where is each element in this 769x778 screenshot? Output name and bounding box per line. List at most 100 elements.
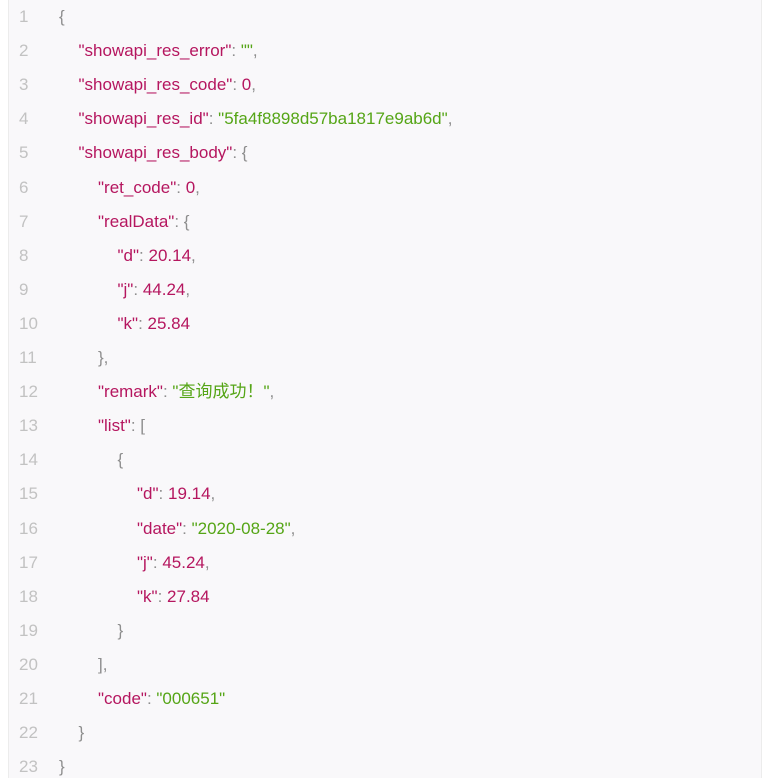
json-punctuation: , [251,75,256,95]
code-content: "realData": { [98,205,189,239]
code-line: 23} [9,750,761,778]
line-number: 11 [19,348,37,367]
line-number: 13 [19,416,38,436]
json-key: "code" [98,689,147,708]
json-punctuation: : { [174,211,190,231]
code-line: 16"date": "2020-08-28", [9,512,761,546]
json-key: "remark" [98,382,163,402]
json-punctuation: } [117,620,124,640]
code-content: { [118,443,124,477]
code-content: "showapi_res_body": { [79,136,248,170]
json-punctuation: , [252,41,258,61]
json-punctuation: } [78,723,85,743]
json-key: "j" [137,552,153,572]
json-punctuation: , [290,518,296,538]
code-line: 6 "ret_code": 0, [9,171,761,205]
code-content: "date": "2020-08-28", [137,512,295,546]
line-number: 6 [19,177,29,197]
json-key: "ret_code" [98,177,177,197]
code-content: "remark": "查询成功！", [98,375,274,409]
code-line: 18"k": 27.84 [9,580,761,614]
json-punctuation: : [146,689,157,708]
json-punctuation: { [117,450,124,470]
json-punctuation: : [ [130,416,146,436]
json-punctuation: : [208,109,219,129]
code-content: } [118,614,124,648]
json-punctuation: : [182,518,192,538]
json-punctuation: : [176,177,186,197]
code-line: 19} [9,614,761,648]
code-line: 15 "d": 19.14, [9,477,761,511]
json-key: "date" [137,518,183,538]
line-number: 15 [19,484,38,504]
json-punctuation: : [157,586,168,606]
line-number: 4 [19,109,29,129]
line-number: 1 [19,7,29,26]
code-line: 1{ [9,0,761,34]
line-number: 20 [19,654,38,674]
json-punctuation: , [204,552,210,572]
json-key: "list" [98,416,131,436]
json-punctuation: : { [232,143,248,163]
code-content: "showapi_res_code": 0, [79,68,257,102]
code-content: } [59,750,65,778]
json-number: 0 [185,177,196,197]
json-punctuation: : [231,41,241,61]
json-punctuation: : [133,279,143,299]
code-line: 22} [9,716,761,750]
code-content: "j": 44.24, [118,273,191,307]
code-content: "list": [ [98,409,145,443]
json-punctuation: , [447,109,453,129]
json-number: 19.14 [167,484,211,504]
code-line: 14{ [9,443,761,477]
json-punctuation: : [152,552,163,572]
code-line: 17"j": 45.24, [9,546,761,580]
json-punctuation: }, [98,348,109,367]
json-punctuation: ], [98,654,108,674]
json-string: "5fa4f8898d57ba1817e9ab6d" [218,109,448,129]
code-content: "k": 25.84 [118,307,191,341]
json-punctuation: : [139,245,149,265]
json-punctuation: , [210,484,216,504]
json-string: "000651" [156,689,226,708]
code-line: 10"k": 25.84 [9,307,761,341]
json-key: "k" [137,586,158,606]
code-line: 8"d": 20.14, [9,239,761,273]
line-number: 8 [19,245,29,265]
code-line: 20], [9,648,761,682]
json-punctuation: { [59,7,65,26]
json-punctuation: : [232,75,242,95]
json-number: 0 [241,75,252,95]
line-number: 17 [19,552,38,572]
code-content: "showapi_res_id": "5fa4f8898d57ba1817e9a… [79,102,453,136]
code-line: 3"showapi_res_code": 0, [9,68,761,102]
json-punctuation: : [158,484,168,504]
json-key: "j" [117,279,134,299]
code-content: { [59,0,65,34]
line-number: 21 [19,689,38,708]
json-punctuation: } [59,757,65,777]
json-number: 20.14 [148,245,192,265]
json-key: "showapi_res_error" [78,41,232,61]
code-content: }, [98,341,108,375]
json-punctuation: , [185,279,191,299]
json-key: "realData" [98,211,175,231]
json-punctuation: , [195,177,200,197]
json-code-block: 1{2"showapi_res_error": "",3"showapi_res… [8,0,762,778]
json-punctuation: , [191,245,196,265]
code-content: "showapi_res_error": "", [79,34,258,68]
code-content: "ret_code": 0, [98,171,200,205]
json-punctuation: , [269,382,275,402]
line-number: 5 [19,143,29,163]
line-number: 2 [19,41,29,61]
code-line: 5 "showapi_res_body": { [9,136,761,170]
code-content: ], [98,648,107,682]
json-key: "showapi_res_body" [78,143,233,163]
code-line: 7"realData": { [9,205,761,239]
json-punctuation: : [138,313,148,333]
json-key: "d" [137,484,159,504]
json-punctuation: : [162,382,173,402]
json-number: 44.24 [142,279,186,299]
line-number: 18 [19,586,38,606]
line-number: 19 [19,620,38,640]
